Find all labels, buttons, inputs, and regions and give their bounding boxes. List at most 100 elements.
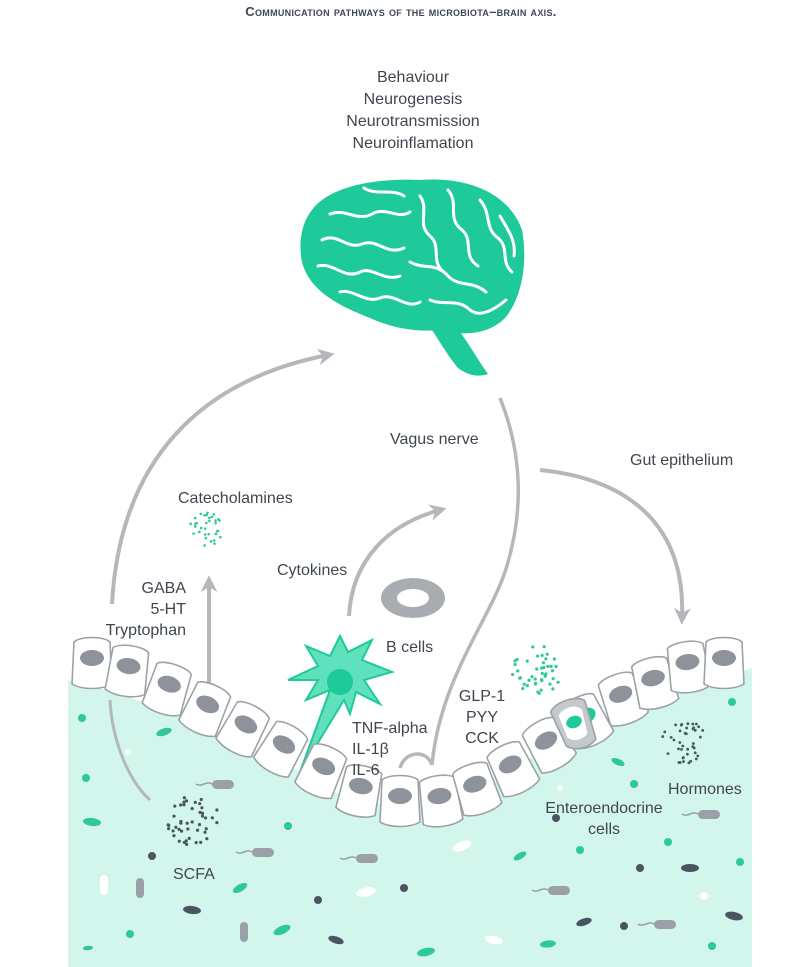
particle-dot — [699, 735, 702, 739]
cytokine-list-label: TNF-alpha IL-1β IL-6 — [352, 718, 428, 781]
microbe — [728, 698, 736, 706]
particle-dot — [540, 677, 544, 682]
epithelial-cell — [177, 681, 232, 738]
particle-dot — [214, 521, 217, 525]
arrow-to-brain — [110, 348, 335, 605]
catecholamines-particles — [189, 511, 222, 547]
epithelial-cell — [141, 661, 193, 717]
gut-epithelium-cells — [71, 636, 745, 828]
epithelial-cell — [630, 655, 680, 711]
b-cell-icon — [381, 578, 445, 618]
vagus-nerve-label: Vagus nerve — [390, 431, 479, 448]
particle-dot — [525, 684, 530, 688]
particle-dot — [551, 687, 555, 691]
outcome-neuroinflamation: Neuroinflamation — [352, 135, 474, 152]
microbe — [636, 864, 644, 872]
particle-dot — [543, 674, 547, 678]
gut-epithelium-label: Gut epithelium — [630, 452, 734, 469]
particle-dot — [199, 526, 203, 530]
particle-dot — [205, 837, 209, 841]
outcome-neurogenesis: Neurogenesis — [363, 91, 463, 108]
microbe — [400, 884, 408, 892]
particle-dot — [682, 760, 685, 763]
microbe — [235, 848, 274, 857]
particle-dot — [540, 671, 544, 675]
particle-dot — [192, 532, 195, 535]
particle-dot — [679, 723, 683, 727]
microbe — [681, 810, 720, 819]
microbe — [156, 727, 172, 737]
particle-dot — [531, 645, 535, 649]
particle-dot — [661, 735, 665, 738]
particle-dot — [551, 677, 555, 681]
brain-icon — [300, 179, 525, 376]
particle-dot — [205, 513, 209, 517]
microbe — [125, 749, 131, 755]
epithelial-cell — [521, 716, 578, 774]
particle-dot — [684, 732, 688, 736]
epithelial-cell — [451, 761, 503, 817]
particle-dot — [219, 535, 222, 539]
particle-dot — [697, 725, 701, 729]
tnf-alpha-label: TNF-alpha — [352, 720, 428, 737]
particle-dot — [214, 519, 217, 522]
microbe — [576, 846, 584, 854]
particle-dot — [206, 511, 209, 515]
microbe — [82, 774, 90, 782]
particle-dot — [540, 666, 544, 670]
particle-dot — [692, 726, 696, 730]
epithelial-cell — [293, 743, 348, 800]
pyy-label: PYY — [465, 709, 498, 726]
arrow-gut-epithelium — [539, 468, 691, 625]
microbe — [552, 814, 560, 822]
brain-outcomes-list: Behaviour Neurogenesis Neurotransmission… — [300, 67, 526, 155]
particle-dot — [701, 729, 705, 732]
il6-label: IL-6 — [352, 762, 380, 779]
microbe — [417, 947, 435, 957]
particle-dot — [187, 836, 191, 840]
enteroendocrine-cell-icon — [549, 697, 597, 750]
particle-dot — [694, 722, 698, 726]
particle-dot — [200, 814, 205, 818]
il1b-label: IL-1β — [352, 741, 389, 758]
particle-dot — [215, 808, 219, 812]
particle-dot — [539, 688, 543, 692]
particle-dot — [194, 525, 197, 528]
particle-dot — [511, 672, 515, 677]
epithelial-cell — [71, 636, 113, 690]
particle-dot — [522, 682, 526, 686]
particle-dot — [186, 827, 190, 831]
particle-dot — [216, 529, 219, 533]
particle-dot — [672, 738, 676, 742]
microbe — [328, 935, 344, 945]
microbe — [183, 905, 201, 915]
particle-dot — [194, 841, 198, 845]
particle-dot — [179, 803, 183, 807]
hormones-label: Hormones — [668, 781, 742, 798]
microbe — [531, 886, 570, 895]
particle-dot — [204, 536, 208, 540]
gut-peptides-label: GLP-1 PYY CCK — [452, 686, 512, 749]
arrow-cytokines — [347, 504, 447, 617]
microbiota-bacteria — [78, 698, 744, 957]
particle-dot — [167, 823, 171, 827]
microbe — [339, 854, 378, 863]
particle-dot — [203, 514, 206, 517]
particle-dot — [217, 518, 220, 521]
particle-dot — [546, 664, 550, 668]
particle-dot — [530, 675, 534, 679]
microbe — [83, 945, 93, 951]
particle-dot — [213, 542, 216, 545]
particle-dot — [214, 532, 218, 536]
microbe — [681, 863, 699, 873]
enteroendocrine-label-line2: cells — [587, 821, 620, 838]
particle-dot — [198, 530, 201, 534]
epithelial-cell — [418, 774, 464, 828]
particle-dot — [554, 664, 558, 669]
particle-dot — [533, 677, 537, 681]
microbe — [232, 882, 248, 894]
microbe — [664, 838, 672, 846]
particle-dot — [693, 728, 697, 732]
particle-dot — [209, 540, 213, 543]
